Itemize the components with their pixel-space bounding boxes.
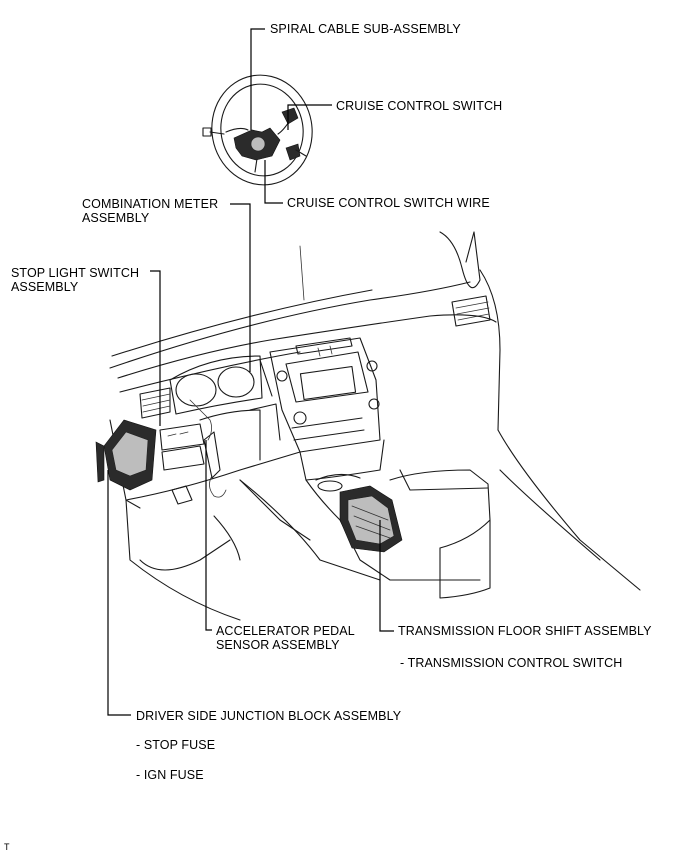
leader-lines: [107, 28, 394, 716]
label-accelerator-pedal-line1: ACCELERATOR PEDAL: [216, 624, 355, 638]
label-stop-light-switch-line1: STOP LIGHT SWITCH: [11, 266, 140, 280]
label-cruise-control-switch: CRUISE CONTROL SWITCH: [336, 99, 503, 113]
label-stop-light-switch-line2: ASSEMBLY: [11, 280, 79, 294]
label-driver-side-junction-block: DRIVER SIDE JUNCTION BLOCK ASSEMBLY: [136, 709, 402, 723]
label-stop-fuse: - STOP FUSE: [136, 738, 216, 752]
dashboard-drawing: [95, 231, 641, 621]
label-combination-meter-line2: ASSEMBLY: [82, 211, 150, 225]
label-ign-fuse: - IGN FUSE: [136, 768, 204, 782]
label-cruise-control-switch-wire: CRUISE CONTROL SWITCH WIRE: [287, 196, 490, 210]
steering-wheel-drawing: [202, 74, 313, 186]
label-spiral-cable: SPIRAL CABLE SUB-ASSEMBLY: [270, 22, 461, 36]
label-combination-meter-line1: COMBINATION METER: [82, 197, 219, 211]
corner-mark: T: [4, 842, 10, 852]
label-transmission-control-switch: - TRANSMISSION CONTROL SWITCH: [400, 656, 623, 670]
label-accelerator-pedal-line2: SENSOR ASSEMBLY: [216, 638, 340, 652]
label-transmission-floor-shift: TRANSMISSION FLOOR SHIFT ASSEMBLY: [398, 624, 652, 638]
